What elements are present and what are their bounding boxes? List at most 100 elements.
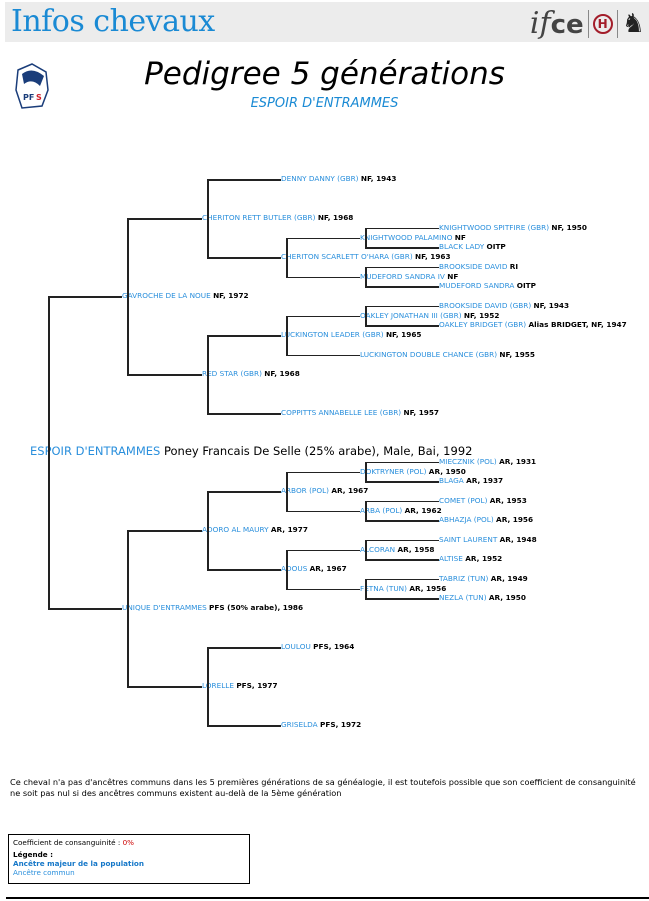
ancestor-link[interactable]: ADOUS [281,564,308,573]
ancestor-node: MIECZNIK (POL) AR, 1931 [439,457,536,466]
ancestor-link[interactable]: ALTISE [439,554,463,564]
ancestor-link[interactable]: OAKLEY BRIDGET (GBR) [439,320,527,330]
horse-logo-icon[interactable]: ♞ [621,8,645,39]
ancestor-link[interactable]: NEZLA (TUN) [439,593,487,603]
ancestor-link[interactable]: ESPOIR D'ENTRAMMES [30,444,161,458]
connector-line [365,227,367,248]
connector-line [207,491,209,569]
ancestor-node: TABRIZ (TUN) AR, 1949 [439,574,528,583]
ancestor-node: COPPITTS ANNABELLE LEE (GBR) NF, 1957 [281,408,439,417]
connector-line [207,647,281,649]
ancestor-link[interactable]: MIECZNIK (POL) [439,456,497,466]
connector-line [207,335,209,413]
connector-line [365,539,439,542]
connector-line [365,578,367,599]
ancestor-node: ARBA (POL) AR, 1962 [360,506,442,515]
ancestor-node: CHERITON SCARLETT O'HARA (GBR) NF, 1963 [281,252,451,261]
ancestor-link[interactable]: COPPITTS ANNABELLE LEE (GBR) [281,408,402,417]
ancestor-node: NEZLA (TUN) AR, 1950 [439,593,526,602]
ancestor-link[interactable]: ADORO AL MAURY [202,525,269,534]
pfs-logo: PF S [15,63,49,109]
ancestor-info: NF, 1965 [385,330,422,339]
ancestor-link[interactable]: MUDEFORD SANDRA [439,281,515,291]
connector-line [286,471,360,473]
connector-line [365,500,367,521]
connector-line [365,286,439,288]
ancestor-link[interactable]: KNIGHTWOOD SPITFIRE (GBR) [439,222,550,232]
connector-line [286,549,288,589]
legend-common-ancestor: Ancêtre commun [13,868,75,877]
ancestor-info: RI [509,261,519,271]
connector-line [365,227,439,230]
ancestor-link[interactable]: UNIQUE D'ENTRAMMES [122,603,207,612]
legend-major-ancestor: Ancêtre majeur de la population [13,859,144,868]
ancestor-link[interactable]: CHERITON SCARLETT O'HARA (GBR) [281,252,413,261]
haras-logo[interactable]: H [592,13,613,34]
ancestor-link[interactable]: LUCKINGTON LEADER (GBR) [281,330,384,339]
ancestor-link[interactable]: MUDEFORD SANDRA IV [360,271,445,281]
ancestor-node: ARBOR (POL) AR, 1967 [281,486,368,495]
ancestor-info: NF, 1963 [415,252,451,261]
ancestor-link[interactable]: LUCKINGTON DOUBLE CHANCE (GBR) [360,349,498,359]
connector-line [365,305,367,326]
ancestor-link[interactable]: SAINT LAURENT [439,534,498,544]
connector-line [365,520,439,522]
connector-line [127,686,202,688]
inbreeding-note: Ce cheval n'a pas d'ancêtres communs dan… [10,777,636,798]
ancestor-link[interactable]: COMET (POL) [439,495,488,505]
ancestor-node: LOULOU PFS, 1964 [281,642,354,651]
connector-line [286,315,360,317]
legend-title: Légende : [13,850,53,859]
ancestor-info: NF [454,232,466,242]
ancestor-link[interactable]: GAVROCHE DE LA NOUE [122,291,211,300]
ancestor-link[interactable]: TABRIZ (TUN) [439,573,489,583]
site-title[interactable]: Infos chevaux [11,4,215,39]
ancestor-info: AR, 1958 [397,544,435,554]
subject-horse: ESPOIR D'ENTRAMMES Poney Francais De Sel… [30,445,472,458]
connector-line [365,247,439,249]
horse-name-subtitle: ESPOIR D'ENTRAMMES [250,96,399,111]
connector-line [127,530,202,532]
ancestor-link[interactable]: BROOKSIDE DAVID (GBR) [439,300,532,310]
ancestor-link[interactable]: BLACK LADY [439,242,485,252]
ancestor-link[interactable]: ARBOR (POL) [281,486,329,495]
ancestor-link[interactable]: RED STAR (GBR) [202,369,262,378]
ancestor-link[interactable]: OAKLEY JONATHAN III (GBR) [360,310,462,320]
ancestor-node: ADOUS AR, 1967 [281,564,347,573]
ancestor-info: PFS, 1977 [236,681,278,690]
ancestor-link[interactable]: DOKTRYNER (POL) [360,466,427,476]
ancestor-link[interactable]: ALCORAN [360,544,396,554]
ancestor-info: AR, 1956 [496,515,534,525]
ancestor-node: GRISELDA PFS, 1972 [281,720,361,729]
connector-line [207,569,281,571]
ancestor-link[interactable]: BLAGA [439,476,464,486]
ancestor-node: GAVROCHE DE LA NOUE NF, 1972 [122,291,249,300]
ancestor-node: BROOKSIDE DAVID (GBR) NF, 1943 [439,301,569,310]
ancestor-link[interactable]: CHERITON RETT BUTLER (GBR) [202,213,316,222]
connector-line [207,413,281,415]
ancestor-info: NF, 1943 [360,174,397,183]
ancestor-link[interactable]: BROOKSIDE DAVID [439,261,508,271]
ancestor-info: OITP [516,281,536,291]
ifce-logo[interactable]: ifce [529,6,584,41]
ancestor-link[interactable]: GRISELDA [281,720,318,729]
ancestor-link[interactable]: ABHAZJA (POL) [439,515,494,525]
ancestor-info: AR, 1952 [465,554,503,564]
coef-label: Coefficient de consanguinité : [13,838,121,847]
ancestor-link[interactable]: LORELLE [202,681,234,690]
connector-line [365,539,367,560]
connector-line [207,725,281,727]
ancestor-node: LUCKINGTON LEADER (GBR) NF, 1965 [281,330,422,339]
connector-line [286,276,360,278]
connector-line [286,471,288,511]
ancestor-link[interactable]: LOULOU [281,642,311,651]
ancestor-link[interactable]: DENNY DANNY (GBR) [281,174,359,183]
svg-text:S: S [36,93,42,102]
connector-line [286,549,360,551]
connector-line [127,218,129,374]
ancestor-node: UNIQUE D'ENTRAMMES PFS (50% arabe), 1986 [122,603,303,612]
ancestor-link[interactable]: FETNA (TUN) [360,583,407,593]
ancestor-link[interactable]: KNIGHTWOOD PALAMINO [360,232,453,242]
connector-line [365,305,439,308]
ancestor-link[interactable]: ARBA (POL) [360,505,403,515]
